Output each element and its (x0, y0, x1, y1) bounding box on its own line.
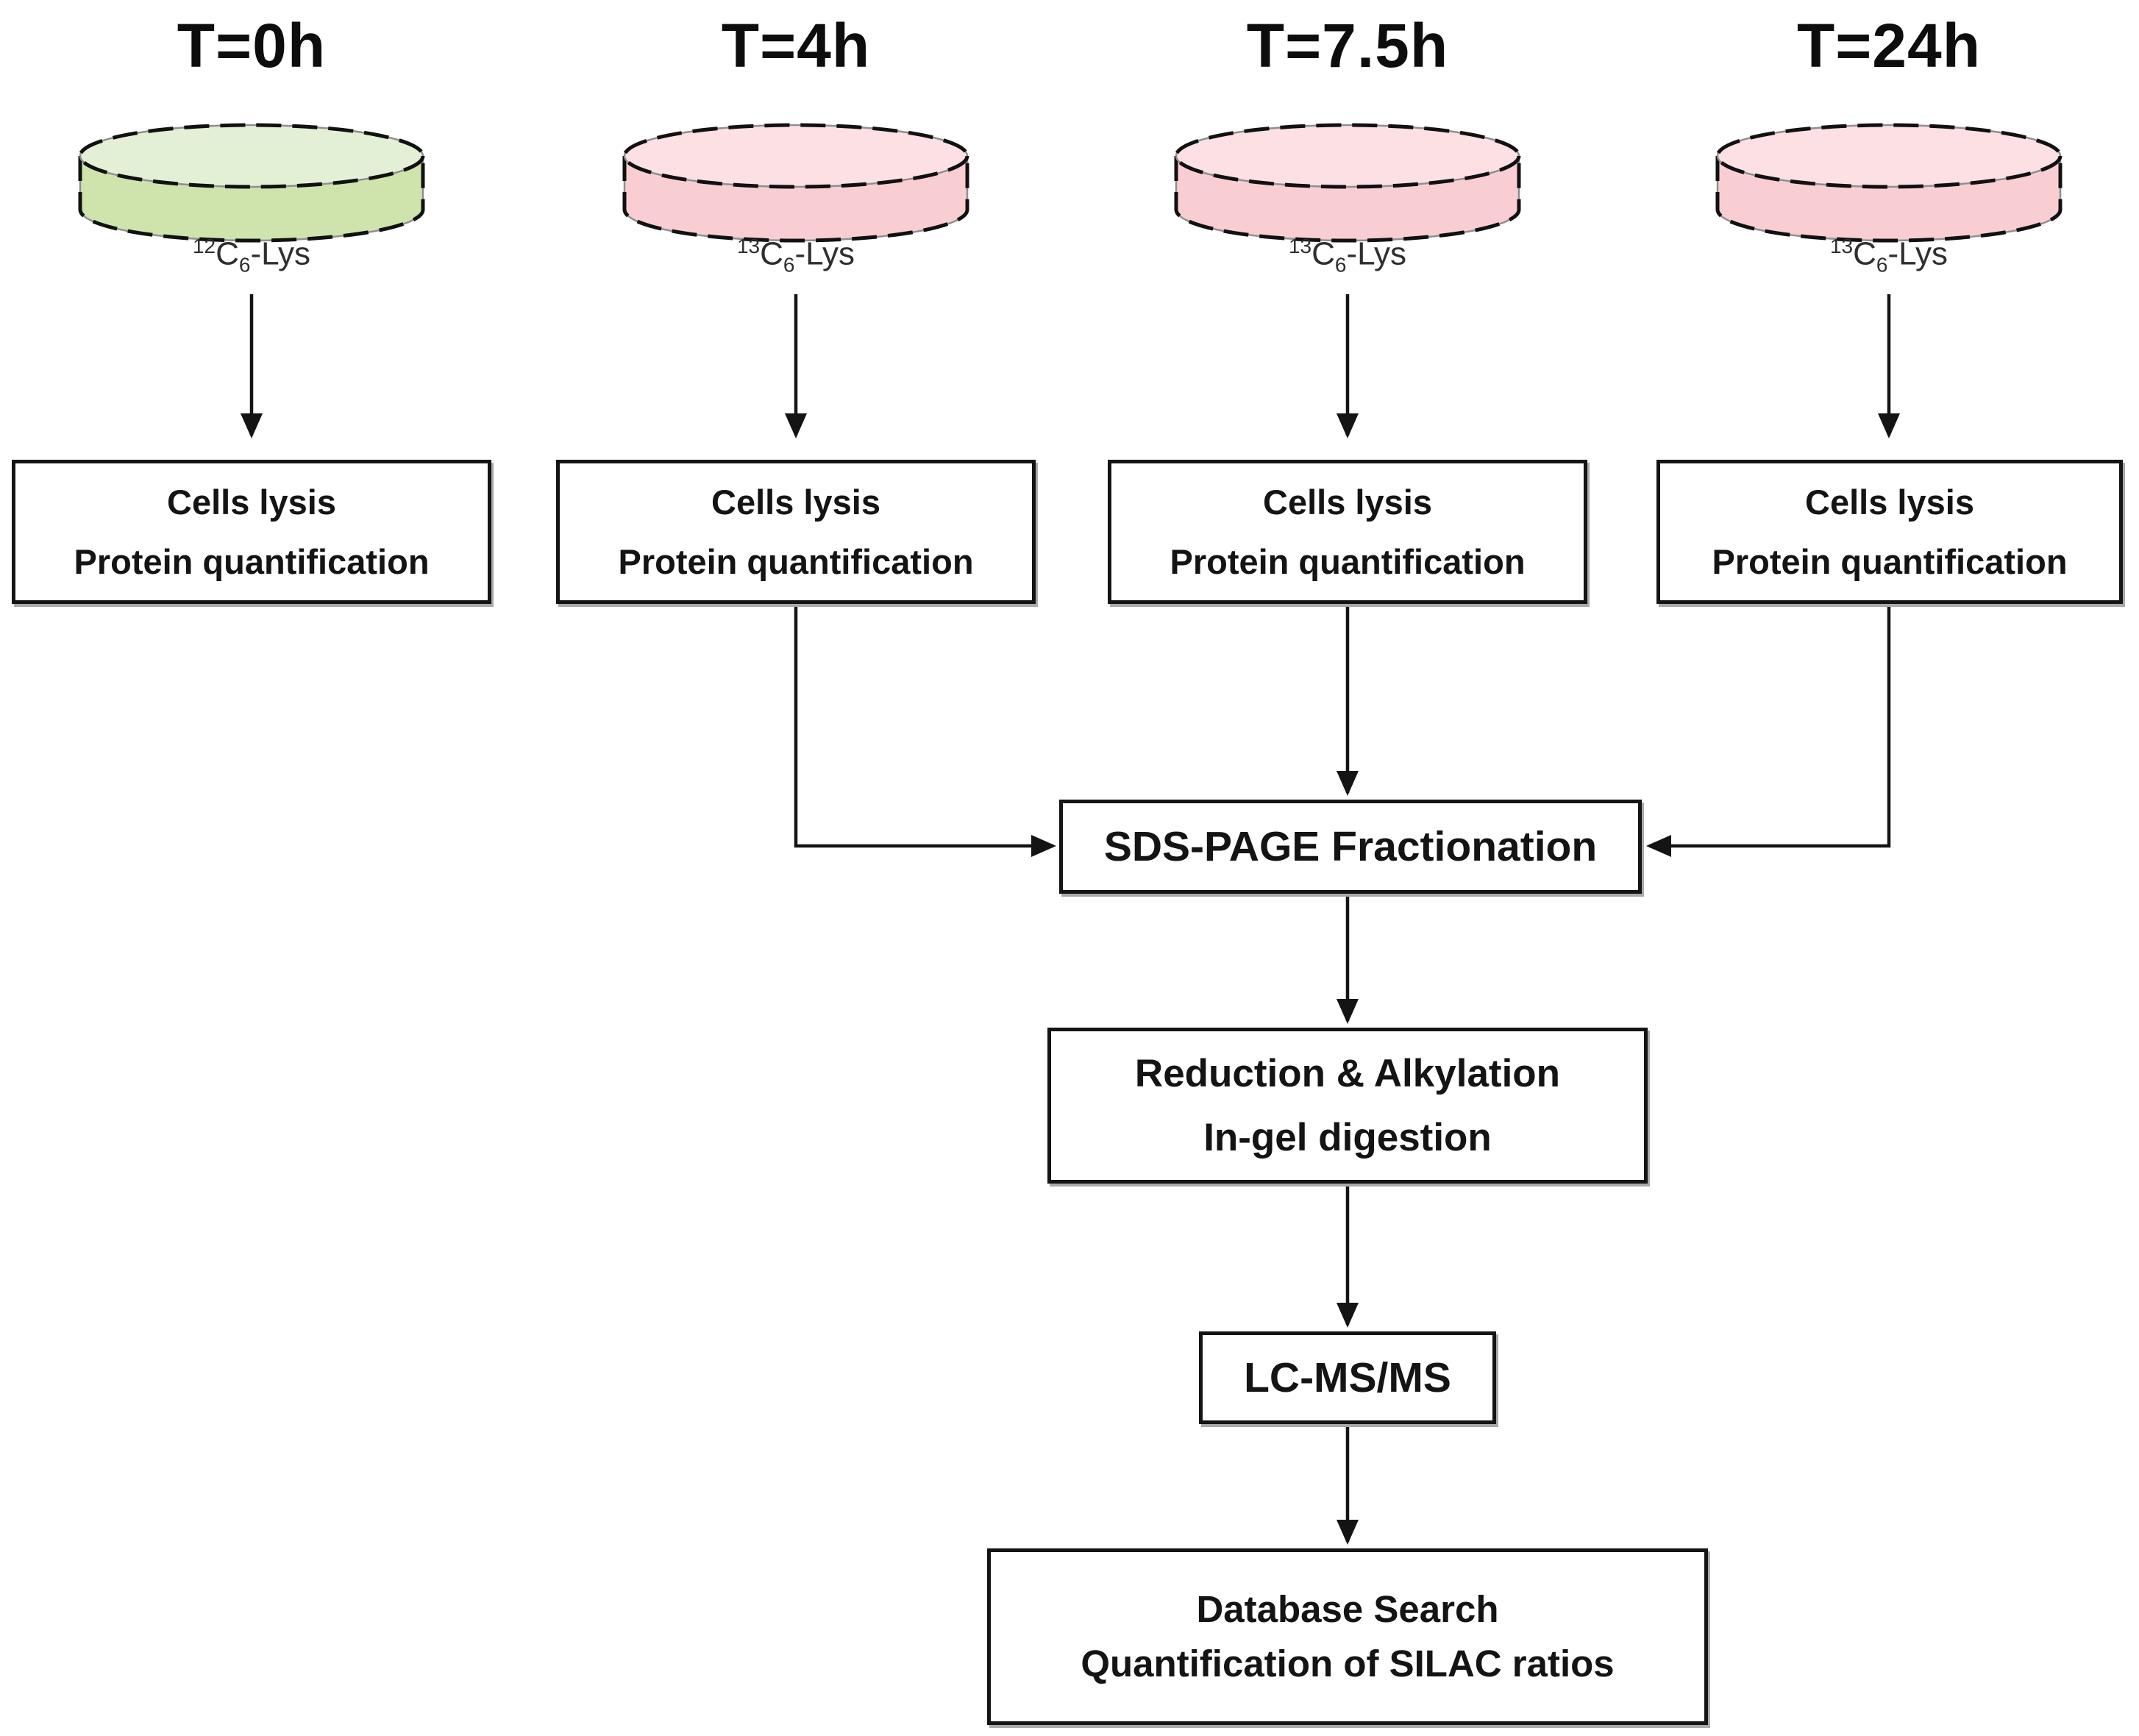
isotope-subscript: 6 (238, 253, 251, 277)
isotope-label-t24h: 13C6-Lys (1668, 234, 2110, 277)
connector-t24h-to-sds (1646, 606, 1891, 857)
database-line1: Database Search (1196, 1588, 1499, 1631)
isotope-label-t0h: 12C6-Lys (31, 234, 472, 277)
isotope-element: C (760, 235, 783, 272)
isotope-element: C (1853, 235, 1876, 272)
isotope-subscript: 6 (1876, 253, 1888, 277)
lcms-label: LC-MS/MS (1244, 1354, 1451, 1401)
reduction-line1: Reduction & Alkylation (1134, 1051, 1561, 1095)
isotope-superscript: 13 (1829, 235, 1854, 257)
sds-page-label: SDS-PAGE Fractionation (1103, 823, 1598, 870)
time-label-t0h: T=0h (177, 11, 327, 80)
isotope-superscript: 13 (1288, 235, 1312, 257)
isotope-element: C (216, 235, 239, 272)
isotope-subscript: 6 (783, 253, 795, 277)
time-label-t24h: T=24h (1796, 11, 1982, 80)
petri-dish-t0h (78, 123, 425, 243)
lysis-box-line2: Protein quantification (1170, 541, 1526, 581)
lysis-box-line2: Protein quantification (74, 541, 430, 581)
lysis-box-t7-5h: Cells lysis Protein quantification (1108, 460, 1587, 604)
database-line2: Quantification of SILAC ratios (1081, 1643, 1615, 1685)
lysis-box-t0h: Cells lysis Protein quantification (12, 460, 491, 604)
petri-dish-t4h (622, 123, 969, 243)
lcms-box: LC-MS/MS (1199, 1331, 1496, 1424)
isotope-element: C (1311, 235, 1335, 272)
lysis-box-line1: Cells lysis (711, 483, 880, 522)
petri-dish-t24h (1715, 123, 2063, 243)
isotope-label-t4h: 13C6-Lys (575, 234, 1017, 277)
isotope-suffix: -Lys (1887, 235, 1948, 272)
lysis-box-t4h: Cells lysis Protein quantification (556, 460, 1036, 604)
petri-dish-t7-5h (1174, 123, 1521, 243)
time-label-t7-5h: T=7.5h (1246, 11, 1449, 80)
lysis-box-line2: Protein quantification (1712, 541, 2068, 581)
isotope-superscript: 12 (192, 235, 216, 257)
lysis-box-line2: Protein quantification (618, 541, 974, 581)
sds-page-fractionation-box: SDS-PAGE Fractionation (1059, 800, 1642, 894)
lysis-box-line1: Cells lysis (1805, 483, 1974, 522)
lysis-box-t24h: Cells lysis Protein quantification (1656, 460, 2123, 604)
connector-t4h-to-sds (794, 606, 1056, 857)
reduction-alkylation-box: Reduction & Alkylation In-gel digestion (1047, 1028, 1648, 1184)
isotope-suffix: -Lys (794, 235, 855, 272)
reduction-line2: In-gel digestion (1203, 1116, 1492, 1160)
isotope-superscript: 13 (736, 235, 761, 257)
time-label-t4h: T=4h (721, 11, 871, 80)
isotope-subscript: 6 (1334, 253, 1347, 277)
lysis-box-line1: Cells lysis (1263, 483, 1432, 522)
lysis-box-line1: Cells lysis (167, 483, 336, 522)
isotope-label-t7-5h: 13C6-Lys (1127, 234, 1568, 277)
isotope-suffix: -Lys (1346, 235, 1407, 272)
isotope-suffix: -Lys (250, 235, 311, 272)
database-search-box: Database Search Quantification of SILAC … (987, 1548, 1708, 1725)
